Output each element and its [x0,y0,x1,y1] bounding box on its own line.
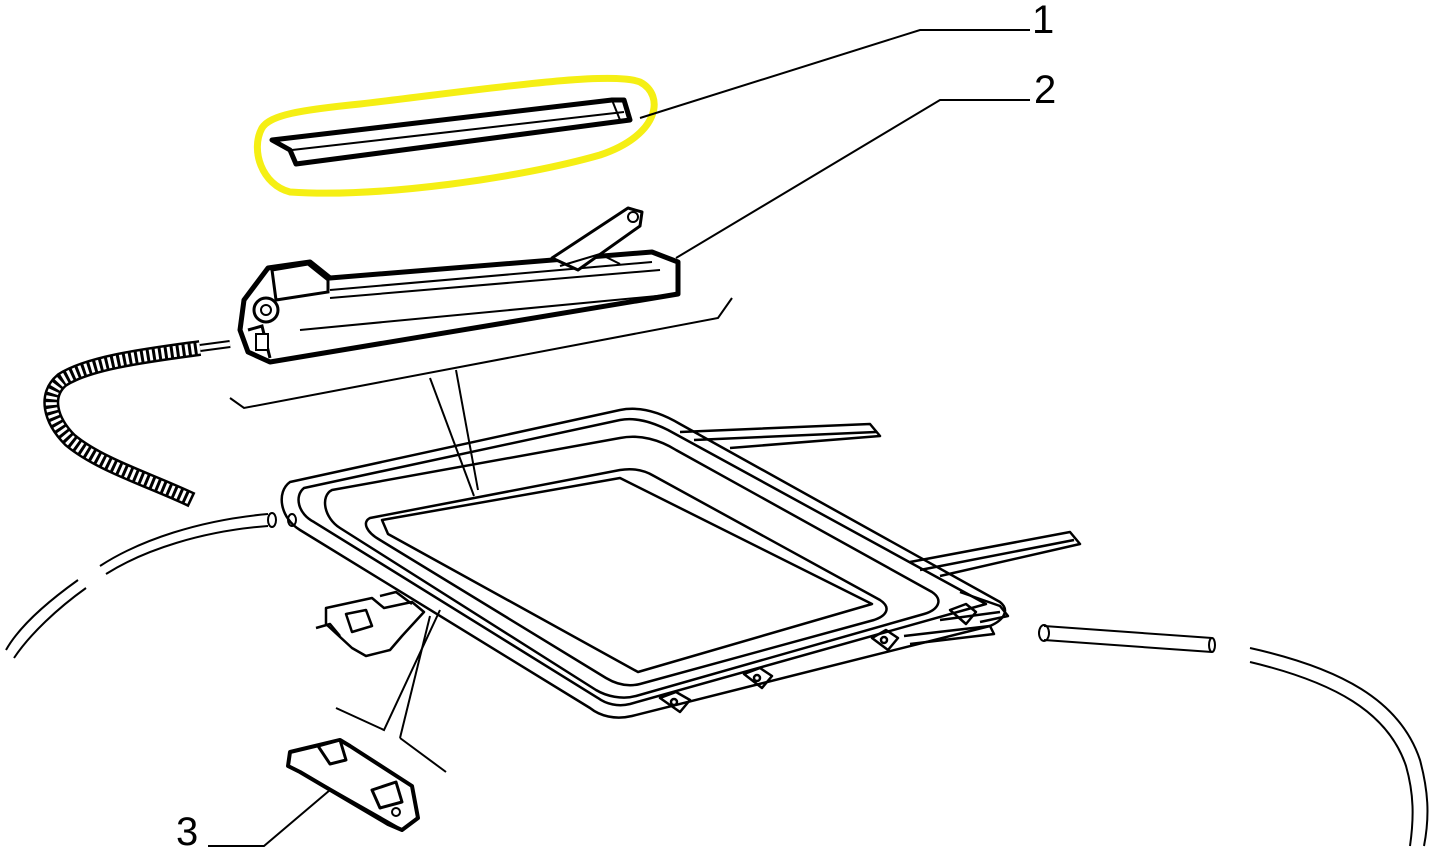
rear-hinge-bracket [315,590,426,658]
part-1-highlight-ring [253,74,658,197]
side-guide-rails [679,422,1082,646]
callout-2-label: 2 [1034,68,1057,112]
callout-3-label: 3 [176,810,199,854]
right-drain-hose [1038,624,1429,847]
part-2-location-lines [229,297,733,497]
part-1-seal-strip[interactable] [253,74,658,197]
callout-1-label: 1 [1032,0,1055,42]
part-2-guide-rail-assembly[interactable] [237,206,681,365]
part-3-location-lines [335,609,447,773]
callout-leaders [208,29,1030,847]
sunroof-frame [280,407,1007,719]
leader-3 [208,789,331,847]
leader-1 [639,29,1030,119]
leader-2 [675,99,1030,259]
left-drain-hose [5,512,297,659]
part-3-clip[interactable] [286,738,420,832]
drive-cable [43,340,231,508]
